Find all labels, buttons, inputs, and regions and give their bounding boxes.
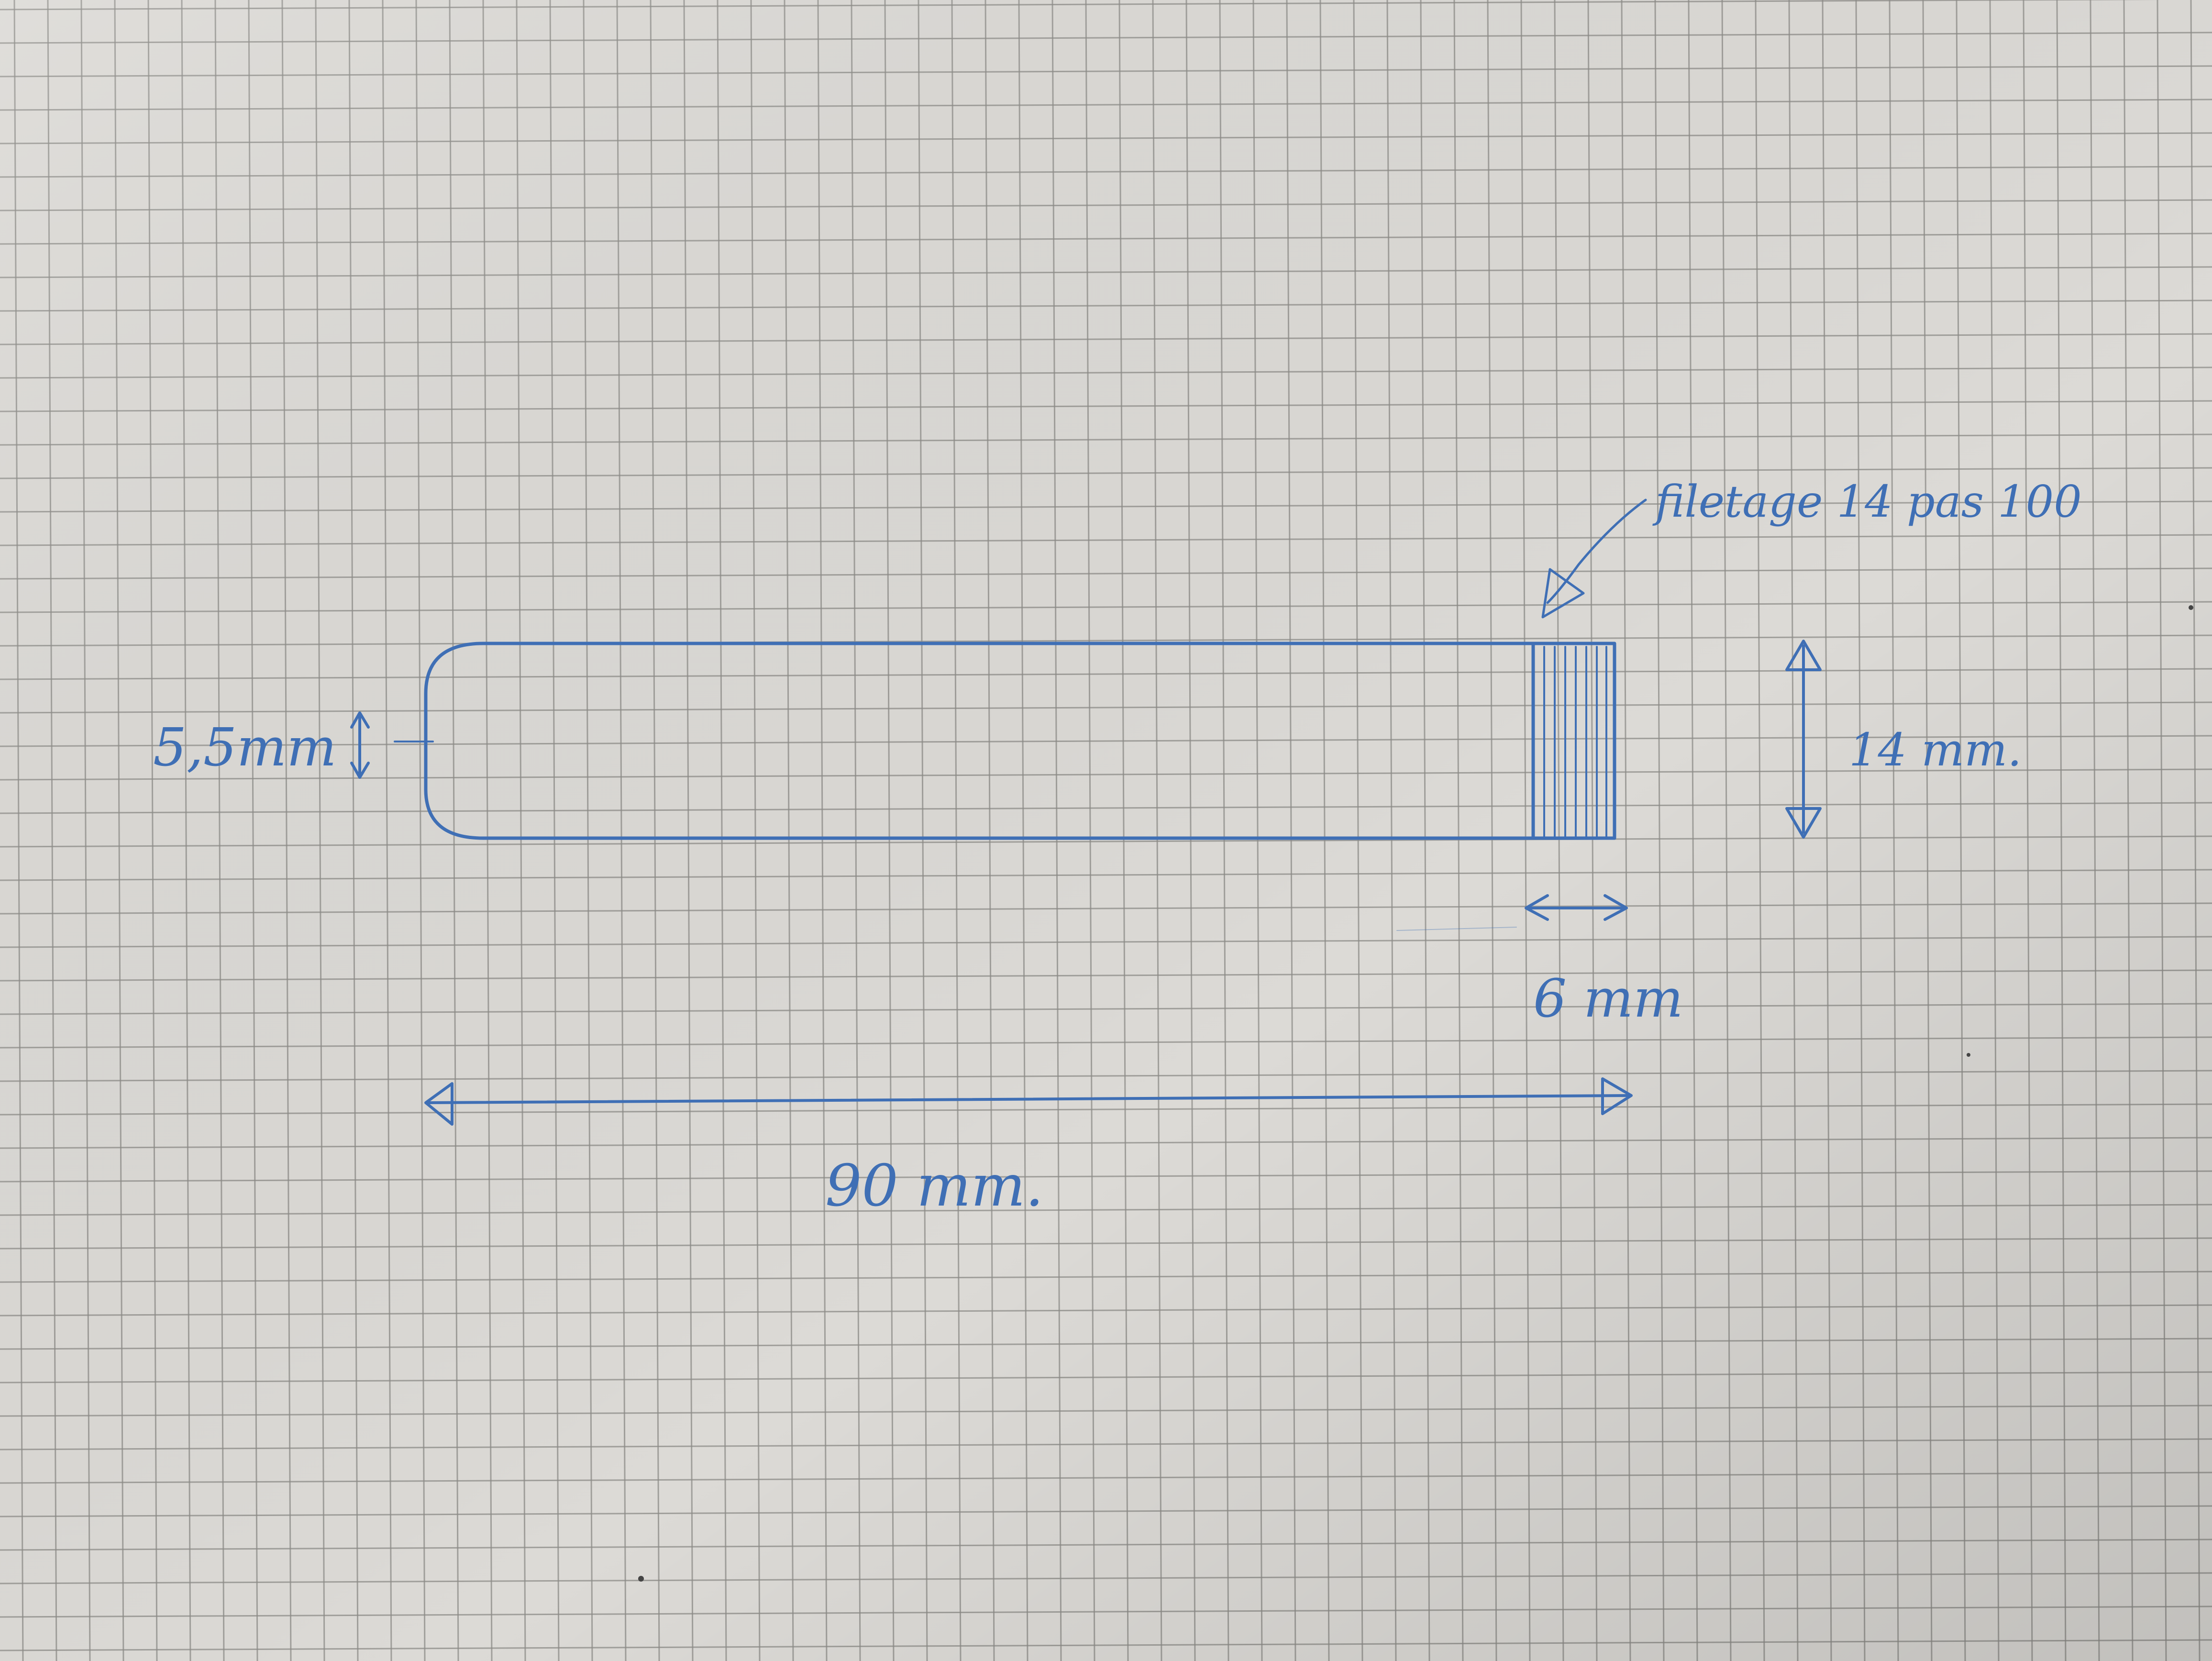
thread-length-dimension-arrow xyxy=(1396,894,1628,931)
rod-outline xyxy=(424,642,1616,840)
paper-specks xyxy=(638,605,2193,1582)
total-length-dimension-arrow xyxy=(424,1077,1633,1126)
radius-dimension-marker xyxy=(350,711,434,779)
threading-leader-arrow xyxy=(1541,498,1647,619)
diameter-label: 14 mm. xyxy=(1849,724,2022,776)
end-radius-label: 5,5mm xyxy=(153,717,337,778)
rod-drawing xyxy=(350,498,1822,1126)
diameter-dimension-arrow xyxy=(1785,640,1822,839)
total-length-label: 90 mm. xyxy=(825,1153,1044,1219)
threading-note: filetage 14 pas 100 xyxy=(1652,476,2082,527)
thread-hatching xyxy=(1543,646,1607,837)
thread-length-label: 6 mm xyxy=(1533,968,1683,1029)
